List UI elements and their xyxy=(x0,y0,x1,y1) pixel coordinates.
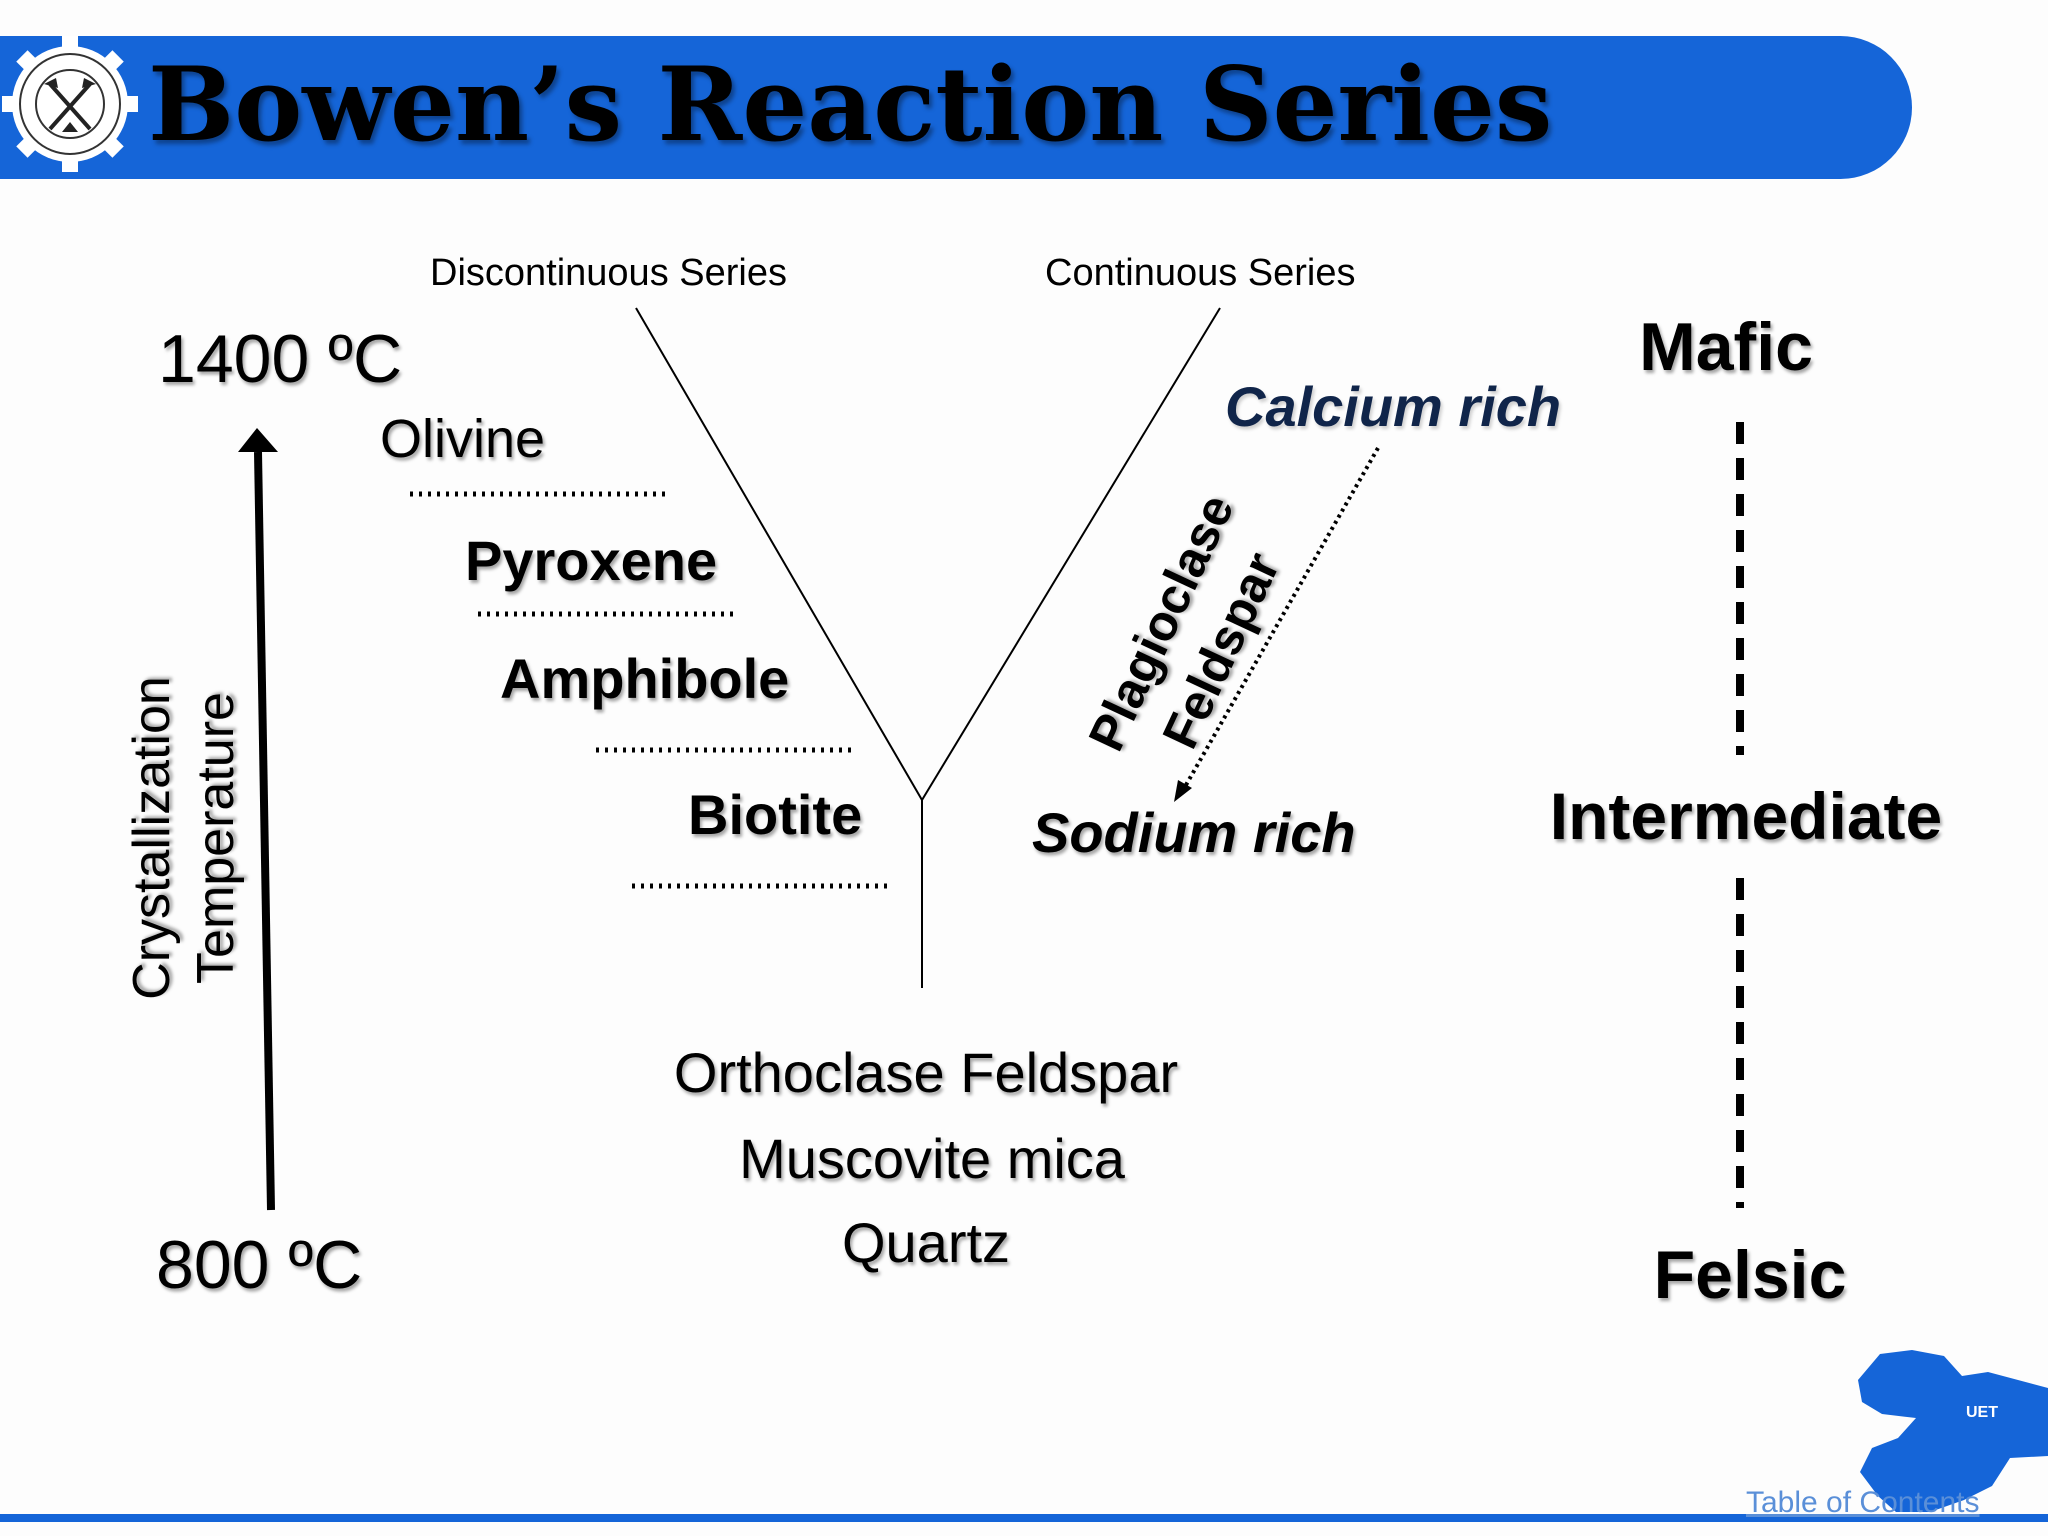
plagioclase-gradient-arrow xyxy=(1180,447,1380,793)
title-banner xyxy=(0,36,1912,179)
composition-felsic: Felsic xyxy=(1653,1237,1847,1313)
axis-label-line2: Temperature xyxy=(187,692,245,984)
mineral-pyroxene: Pyroxene xyxy=(465,529,718,592)
calcium-rich-label: Calcium rich xyxy=(1225,375,1562,438)
discontinuous-branch-line xyxy=(635,307,923,801)
temperature-low: 800 ºC xyxy=(156,1227,363,1303)
plagioclase-arrow-head xyxy=(1174,780,1192,802)
mineral-amphibole: Amphibole xyxy=(500,647,790,710)
temperature-arrow xyxy=(254,451,275,1211)
temperature-arrow-head xyxy=(238,428,278,452)
continuous-series-header: Continuous Series xyxy=(1045,252,1356,294)
discontinuous-series-header: Discontinuous Series xyxy=(430,252,787,294)
composition-mafic: Mafic xyxy=(1639,309,1813,385)
university-seal-logo xyxy=(2,36,138,172)
final-mineral-orthoclase: Orthoclase Feldspar xyxy=(673,1041,1179,1104)
pakistan-map-icon xyxy=(1858,1350,2048,1512)
sodium-rich-label: Sodium rich xyxy=(1032,801,1356,864)
final-mineral-quartz: Quartz xyxy=(841,1211,1011,1274)
slide-title: Bowen’s Reaction Series xyxy=(148,45,1553,165)
bottom-rule xyxy=(0,1514,2048,1522)
final-mineral-muscovite: Muscovite mica xyxy=(739,1127,1125,1190)
map-label: UET xyxy=(1966,1404,1998,1421)
table-of-contents-link[interactable]: Table of Contents xyxy=(1746,1486,1980,1519)
temperature-high: 1400 ºC xyxy=(158,321,403,397)
mineral-olivine: Olivine xyxy=(380,409,546,469)
axis-label-line1: Crystallization xyxy=(123,676,181,1000)
crystallization-temperature-label: Crystallization Temperature xyxy=(120,628,248,1048)
continuous-branch-line xyxy=(921,307,1221,801)
mineral-biotite: Biotite xyxy=(688,783,863,846)
composition-intermediate: Intermediate xyxy=(1549,779,1943,853)
